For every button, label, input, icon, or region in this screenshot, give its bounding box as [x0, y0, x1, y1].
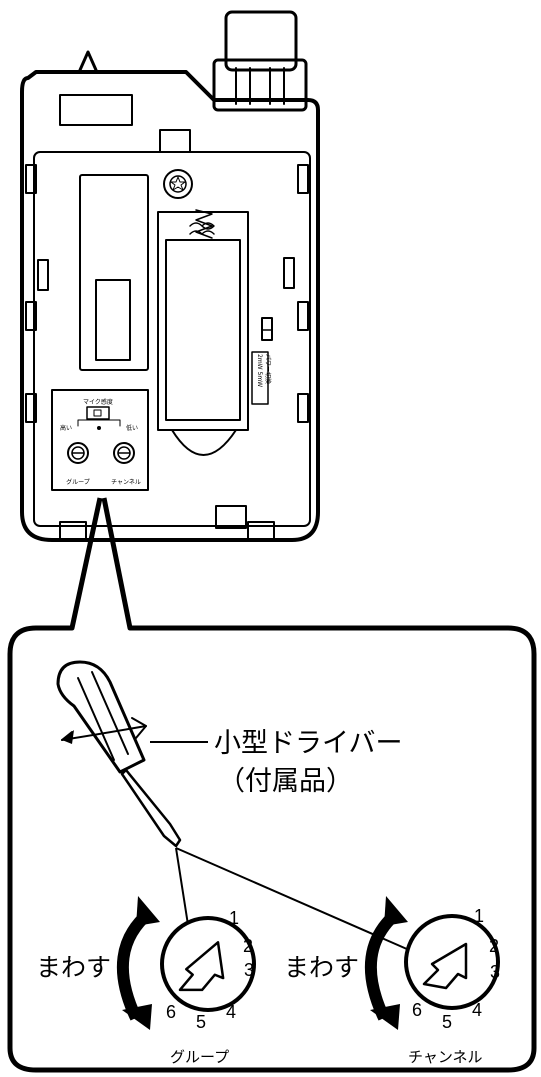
group-rotate-arrows: [116, 896, 160, 1030]
group-dial-arrow-icon: [178, 941, 225, 992]
battery-holder: [157, 209, 249, 456]
top-label-recess: [59, 94, 133, 126]
power-switch: [261, 317, 273, 341]
bottom-foot-left: [59, 521, 87, 541]
channel-dial-arrow-icon: [422, 942, 468, 990]
channel-dial-num-6: 6: [412, 1000, 422, 1020]
control-panel: [51, 389, 149, 491]
channel-dial-small: [113, 442, 135, 464]
clip-tab: [159, 129, 191, 153]
pointer-line-channel: [175, 847, 433, 961]
channel-dial-num-4: 4: [472, 1000, 482, 1020]
bottom-center-tab: [215, 505, 247, 529]
rotate-arrowhead-small: [62, 730, 74, 744]
group-dial: [160, 916, 256, 1012]
channel-dial-num-2: 2: [489, 936, 499, 956]
group-dial-small: [67, 442, 89, 464]
battery-spring: [195, 209, 213, 239]
channel-dial: [404, 914, 500, 1010]
side-clips-right: [283, 164, 309, 423]
high-label: 高い: [60, 424, 72, 432]
battery-compartment-border: [33, 151, 311, 527]
power-switch-values: 2mW 5mW: [256, 354, 263, 387]
side-clips-left: [25, 164, 49, 423]
group-dial-num-4: 4: [226, 1002, 236, 1022]
callout-bubble: [7, 497, 537, 1073]
group-dial-num-6: 6: [166, 1002, 176, 1022]
group-label-small: グループ: [66, 478, 90, 486]
top-connector-cap: [224, 10, 298, 72]
channel-label: チャンネル: [408, 1048, 483, 1066]
bottom-foot-right: [247, 521, 275, 541]
mic-sensitivity-label: マイク感度: [83, 398, 113, 406]
device-outer-body: [20, 70, 320, 542]
transmitter-device: [20, 10, 320, 542]
low-label: 低い: [126, 424, 138, 432]
rotate-label-left: まわす: [36, 953, 111, 982]
antenna-nub: [78, 50, 98, 72]
group-label: グループ: [170, 1048, 229, 1066]
screwdriver-icon: [56, 660, 182, 848]
top-connector-base: [212, 58, 308, 112]
power-switch-label: パワー切換: [264, 354, 272, 384]
power-switch-label-box: [251, 351, 269, 405]
channel-dial-num-1: 1: [474, 906, 484, 926]
group-dial-num-2: 2: [243, 936, 253, 956]
channel-label-small: チャンネル: [111, 479, 141, 486]
screwdriver-label: 小型ドライバー: [214, 728, 402, 759]
screw: [163, 169, 193, 199]
channel-dial-num-5: 5: [442, 1012, 452, 1032]
group-dial-num-1: 1: [229, 908, 239, 928]
accessory-label: （付属品）: [218, 766, 353, 797]
left-window: [95, 279, 131, 361]
rotate-label-right: まわす: [284, 953, 359, 982]
left-slot: [79, 174, 149, 371]
channel-rotate-arrows: [364, 896, 408, 1030]
group-dial-num-5: 5: [196, 1012, 206, 1032]
group-dial-num-3: 3: [244, 960, 254, 980]
mic-sensitivity-switch: [86, 406, 110, 420]
channel-dial-num-3: 3: [490, 962, 500, 982]
